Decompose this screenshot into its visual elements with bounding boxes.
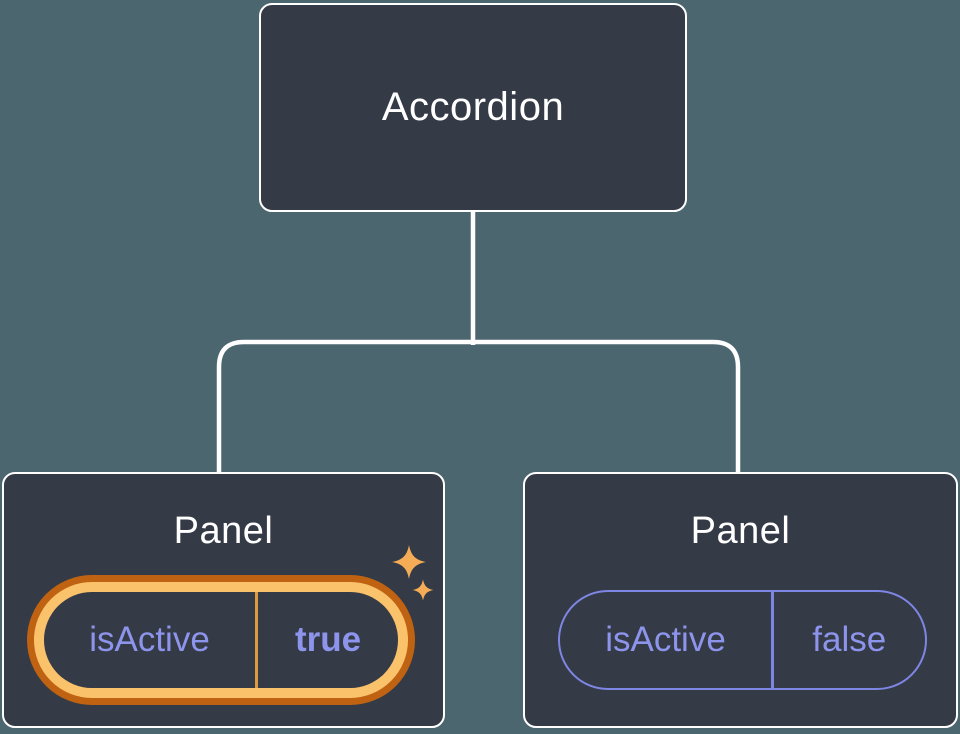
prop-value-label: false bbox=[812, 620, 887, 659]
panel-title: Panel bbox=[173, 510, 274, 552]
connector-bracket-line bbox=[216, 339, 741, 472]
prop-pill-active: isActive true bbox=[27, 575, 415, 705]
sparkle-icon bbox=[392, 545, 434, 601]
sparkle-small bbox=[412, 579, 434, 601]
root-node-accordion: Accordion bbox=[259, 3, 687, 212]
root-node-label: Accordion bbox=[381, 85, 565, 129]
prop-name-label: isActive bbox=[605, 620, 726, 659]
prop-name-cell: isActive bbox=[560, 592, 771, 688]
panel-node-active: Panel isActive true bbox=[2, 472, 445, 728]
prop-pill-divider bbox=[771, 592, 774, 688]
prop-name-label: isActive bbox=[89, 620, 210, 659]
prop-pill-active-inner: isActive true bbox=[44, 592, 398, 688]
prop-value-cell: false bbox=[774, 592, 926, 688]
panel-node-inactive: Panel isActive false bbox=[523, 472, 958, 728]
panel-title: Panel bbox=[690, 510, 791, 552]
prop-value-label: true bbox=[294, 620, 362, 659]
prop-name-cell: isActive bbox=[44, 592, 255, 688]
sparkle-large bbox=[392, 545, 426, 579]
prop-pill-inactive: isActive false bbox=[558, 590, 927, 690]
prop-pill-divider bbox=[255, 592, 258, 688]
prop-value-cell: true bbox=[258, 592, 398, 688]
